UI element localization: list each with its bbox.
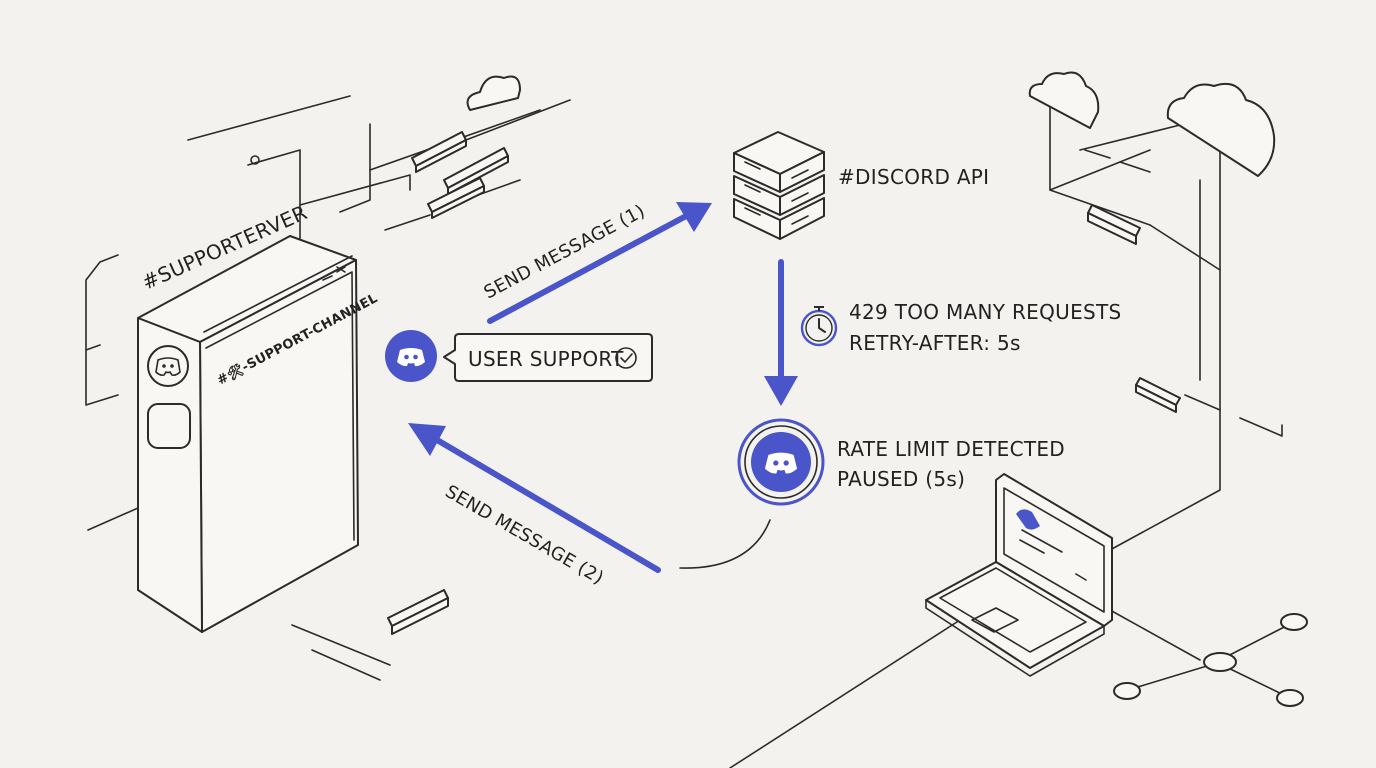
send-message-2-arrow — [408, 423, 661, 573]
user-support-bubble — [443, 333, 653, 382]
error-line-2: RETRY-AFTER: 5s — [849, 331, 1021, 355]
check-icon — [615, 347, 637, 369]
cloud-icon — [1028, 71, 1100, 129]
api-label: #DISCORD API — [838, 165, 989, 189]
support-server-device — [137, 235, 359, 633]
error-line-1: 429 TOO MANY REQUESTS — [849, 300, 1122, 324]
laptop-icon — [925, 473, 1113, 677]
connector-curve — [679, 519, 771, 569]
server-discord-icon — [147, 345, 189, 387]
user-support-label: USER SUPPORT — [468, 347, 624, 371]
server-button — [147, 403, 191, 449]
timer-icon — [800, 306, 838, 347]
decorative-blocks — [387, 131, 1181, 635]
cloud-icon — [1166, 82, 1276, 177]
send-message-1-arrow — [487, 202, 712, 324]
rate-limit-arrow — [764, 259, 798, 406]
user-avatar — [385, 330, 437, 382]
api-server-icon — [733, 131, 825, 240]
bot-status-line-1: RATE LIMIT DETECTED — [837, 437, 1065, 461]
background-decoration — [85, 89, 1308, 768]
bot-discord-icon — [737, 418, 825, 506]
send-message-2-label: SEND MESSAGE (2) — [442, 481, 608, 589]
cloud-icon — [466, 75, 521, 111]
bot-status-line-2: PAUSED (5s) — [837, 467, 965, 491]
